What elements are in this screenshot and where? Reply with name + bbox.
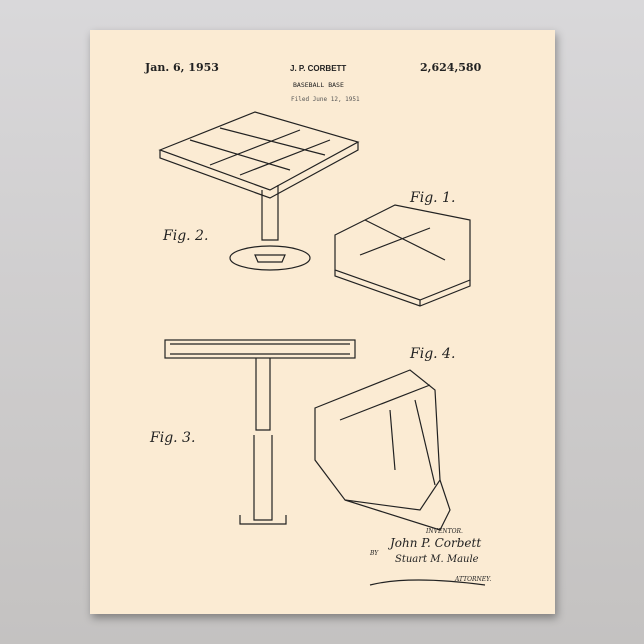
fig3-label: Fig. 3. [150, 430, 195, 446]
fig2-drawing [160, 112, 358, 270]
fig1-drawing [335, 205, 470, 306]
by-label: BY [370, 550, 378, 557]
fig4-label: Fig. 4. [410, 346, 455, 362]
fig2-label: Fig. 2. [163, 228, 208, 244]
inventor-signature: John P. Corbett [390, 536, 481, 550]
patent-poster: Jan. 6, 1953 J. P. CORBETT 2,624,580 BAS… [90, 30, 555, 614]
attorney-signature: Stuart M. Maule [395, 554, 479, 565]
fig1-label: Fig. 1. [410, 190, 455, 206]
fig4-drawing [315, 370, 450, 530]
patent-drawings [90, 30, 555, 614]
attorney-label: ATTORNEY. [455, 576, 491, 583]
inventor-label: INVENTOR. [426, 528, 463, 535]
